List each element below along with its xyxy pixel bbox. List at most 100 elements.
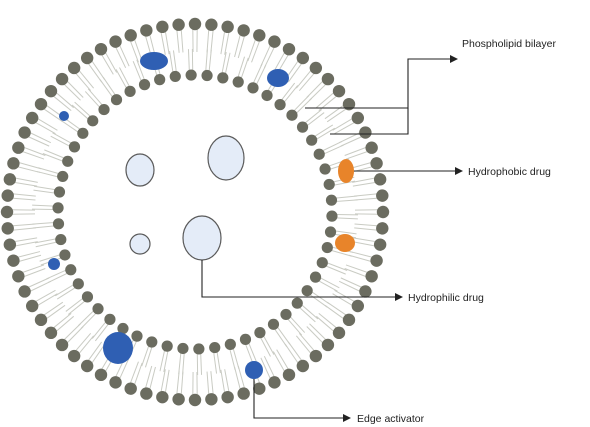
lipid-head <box>274 99 285 110</box>
lipid-head <box>140 387 152 399</box>
lipid-head <box>18 285 30 297</box>
lipid-head <box>306 135 317 146</box>
lipid-head <box>4 238 16 250</box>
lipid-head <box>225 339 236 350</box>
lipid-head <box>54 186 65 197</box>
lipid-head <box>359 285 371 297</box>
lipid-head <box>268 35 280 47</box>
edge-activator-blob <box>245 361 263 379</box>
edge-activator-blob <box>267 69 289 87</box>
label-edge-activator: Edge activator <box>357 413 425 425</box>
label-phospholipid-bilayer: Phospholipid bilayer <box>462 38 556 50</box>
lipid-head <box>56 339 68 351</box>
lipid-head <box>62 156 73 167</box>
lipid-head <box>237 387 249 399</box>
lipid-head <box>283 369 295 381</box>
lipid-head <box>374 238 386 250</box>
lipid-head <box>324 179 335 190</box>
lipid-head <box>268 376 280 388</box>
lipid-head <box>172 19 184 31</box>
label-hydrophobic-drug: Hydrophobic drug <box>468 166 551 178</box>
lipid-head <box>322 73 334 85</box>
lipid-head <box>359 126 371 138</box>
lipid-head <box>131 331 142 342</box>
lipid-head <box>156 21 168 33</box>
lipid-head <box>125 382 137 394</box>
lipid-head <box>125 29 137 41</box>
lipid-head <box>98 104 109 115</box>
lipid-head <box>370 157 382 169</box>
lipid-head <box>237 24 249 36</box>
lipid-head <box>81 360 93 372</box>
lipid-head <box>57 171 68 182</box>
lipid-head <box>172 393 184 405</box>
lipid-head <box>1 206 13 218</box>
lipid-head <box>297 360 309 372</box>
lipid-head <box>205 19 217 31</box>
lipid-head <box>325 226 336 237</box>
lipid-head <box>322 242 333 253</box>
lipid-head <box>376 189 388 201</box>
edge-activator-blob <box>103 332 133 364</box>
lipid-head <box>81 52 93 64</box>
lipid-head <box>69 141 80 152</box>
lipid-head <box>104 314 115 325</box>
lipid-head <box>7 157 19 169</box>
lipid-head <box>162 341 173 352</box>
edge-activator-blob <box>59 111 69 121</box>
lipid-head <box>233 76 244 87</box>
lipid-head <box>139 79 150 90</box>
lipid-head <box>95 369 107 381</box>
lipid-head <box>343 314 355 326</box>
lipid-head <box>95 43 107 55</box>
lipid-head <box>45 327 57 339</box>
lipid-head <box>209 342 220 353</box>
lipid-head <box>217 72 228 83</box>
lipid-head <box>2 189 14 201</box>
hydrophilic-drug-particle <box>183 216 221 260</box>
lipid-head <box>109 376 121 388</box>
lipid-head <box>59 249 70 260</box>
lipid-head <box>374 173 386 185</box>
lipid-head <box>35 98 47 110</box>
lipid-head <box>253 29 265 41</box>
lipid-head <box>189 394 201 406</box>
lipid-head <box>326 195 337 206</box>
lipid-head <box>186 69 197 80</box>
hydrophilic-drug-particle <box>208 136 244 180</box>
lipid-head <box>82 291 93 302</box>
hydrophilic-drug-particle <box>126 154 154 186</box>
lipid-head <box>146 336 157 347</box>
lipid-head <box>4 173 16 185</box>
lipid-head <box>333 85 345 97</box>
lipid-head <box>12 270 24 282</box>
lipid-head <box>261 90 272 101</box>
lipid-head <box>26 300 38 312</box>
lipid-head <box>302 285 313 296</box>
lipid-head <box>154 74 165 85</box>
lipid-head <box>280 309 291 320</box>
lipid-head <box>377 206 389 218</box>
hydrophobic-drug-particle <box>338 159 354 183</box>
lipid-head <box>68 350 80 362</box>
lipid-head <box>111 94 122 105</box>
lipid-head <box>221 21 233 33</box>
lipid-head <box>140 24 152 36</box>
lipid-head <box>170 71 181 82</box>
lipid-head <box>352 112 364 124</box>
lipid-head <box>205 393 217 405</box>
lipid-head <box>314 149 325 160</box>
lipid-head <box>65 264 76 275</box>
lipid-head <box>283 43 295 55</box>
lipid-head <box>370 254 382 266</box>
lipid-head <box>253 382 265 394</box>
lipid-head <box>310 272 321 283</box>
lipid-head <box>193 343 204 354</box>
lipid-head <box>297 52 309 64</box>
lipid-head <box>310 350 322 362</box>
lipid-head <box>201 70 212 81</box>
lipid-head <box>268 319 279 330</box>
hydrophilic-drug-particle <box>130 234 150 254</box>
lipid-head <box>297 122 308 133</box>
